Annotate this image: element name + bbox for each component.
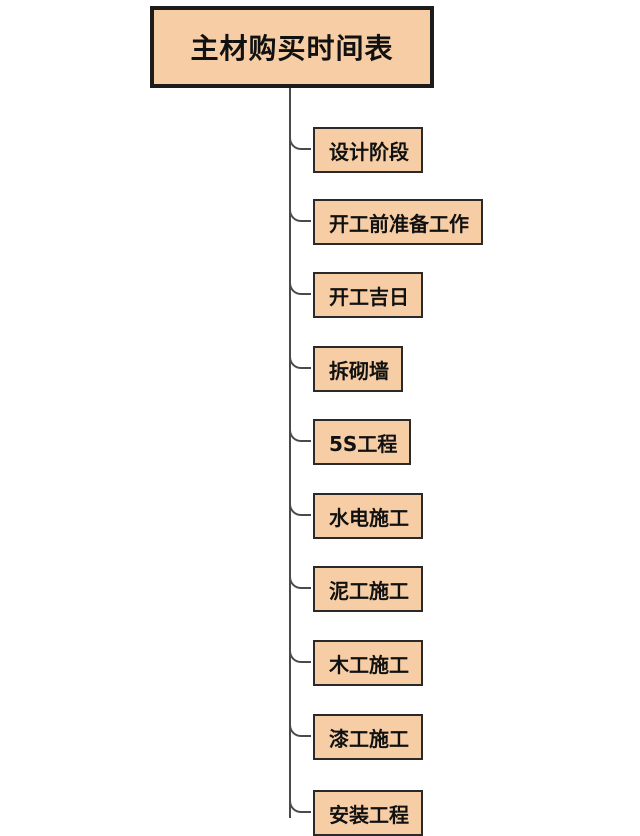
child-node-painting: 漆工施工 xyxy=(313,714,423,760)
connector-line xyxy=(289,134,311,150)
child-node-label: 漆工施工 xyxy=(329,726,409,751)
child-node-design-stage: 设计阶段 xyxy=(313,127,423,173)
child-node-wall-demolition: 拆砌墙 xyxy=(313,346,403,392)
connector-line xyxy=(289,279,311,295)
child-node-label: 开工前准备工作 xyxy=(329,211,469,236)
child-node-installation: 安装工程 xyxy=(313,790,423,836)
child-node-masonry: 泥工施工 xyxy=(313,566,423,612)
connector-line xyxy=(289,426,311,442)
child-node-label: 泥工施工 xyxy=(329,578,409,603)
connector-line xyxy=(289,573,311,589)
child-node-label: 5S工程 xyxy=(329,431,398,456)
connector-line xyxy=(289,797,311,813)
child-node-plumbing-electrical: 水电施工 xyxy=(313,493,423,539)
child-node-label: 开工吉日 xyxy=(329,284,409,309)
child-node-carpentry: 木工施工 xyxy=(313,640,423,686)
connector-line xyxy=(289,721,311,737)
child-node-label: 设计阶段 xyxy=(329,139,409,164)
connector-line xyxy=(289,500,311,516)
child-node-label: 拆砌墙 xyxy=(329,358,389,383)
root-node-label: 主材购买时间表 xyxy=(190,32,394,65)
child-node-pre-construction-prep: 开工前准备工作 xyxy=(313,199,483,245)
connector-line xyxy=(289,647,311,663)
child-node-label: 水电施工 xyxy=(329,505,409,530)
root-node: 主材购买时间表 xyxy=(150,6,434,88)
child-node-label: 木工施工 xyxy=(329,652,409,677)
connector-line xyxy=(289,353,311,369)
trunk-line xyxy=(289,88,291,818)
child-node-label: 安装工程 xyxy=(329,802,409,827)
child-node-5s-project: 5S工程 xyxy=(313,419,412,465)
connector-line xyxy=(289,206,311,222)
child-node-groundbreaking-day: 开工吉日 xyxy=(313,272,423,318)
